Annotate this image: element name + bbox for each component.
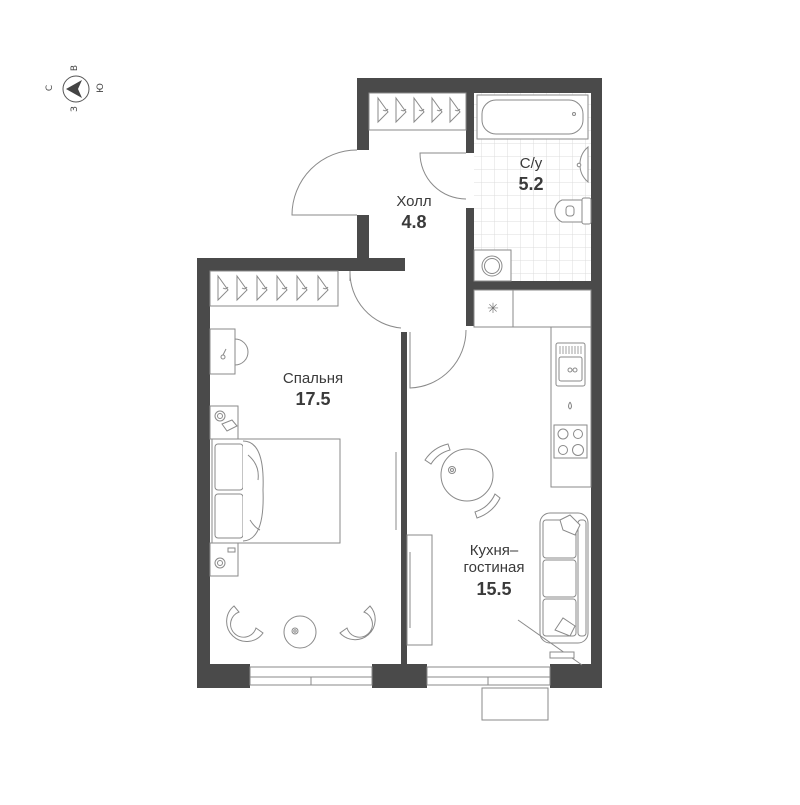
desk-icon (209, 328, 236, 375)
doors (291, 149, 467, 389)
armchair-icon (226, 605, 264, 642)
dining-table-icon (440, 448, 494, 502)
pillow-icon (214, 493, 244, 539)
room-name: С/у (519, 155, 543, 172)
room-area: 17.5 (295, 389, 331, 410)
compass-north-label: С (45, 84, 56, 92)
room-name-line2: гостиная (463, 559, 525, 577)
armchair-icon (339, 605, 376, 641)
compass-east-label: В (70, 64, 81, 72)
compass-south-label: Ю (95, 83, 106, 93)
walls (197, 78, 602, 688)
chair-icon (474, 493, 501, 519)
desk-chair-icon (234, 338, 249, 366)
hanger-icon (377, 96, 461, 124)
room-label-hall: Холл 4.8 (396, 193, 431, 233)
water-drop-icon (568, 401, 572, 410)
coffee-table-icon (283, 615, 317, 649)
room-label-kitchen-living: Кухня– гостиная 15.5 (464, 542, 525, 599)
windows (249, 666, 551, 721)
room-name: Холл (396, 193, 432, 210)
kitchen-fixtures: ✳ (406, 289, 592, 666)
compass-west-label: З (69, 106, 80, 112)
room-area: 5.2 (518, 174, 544, 195)
svg-text:✳: ✳ (487, 301, 499, 317)
room-area: 4.8 (401, 212, 427, 233)
compass-icon (62, 75, 90, 103)
room-label-bedroom: Спальня 17.5 (283, 370, 343, 410)
tv-stand-icon (406, 534, 433, 646)
room-name: Спальня (282, 370, 344, 387)
chair-icon (424, 443, 451, 465)
compass-arrow-icon (66, 80, 82, 98)
hanger-icon (217, 274, 329, 302)
room-area: 15.5 (476, 578, 512, 599)
room-name-line1: Кухня– (469, 542, 519, 559)
bathtub-icon (481, 99, 584, 135)
room-label-bathroom: С/у 5.2 (518, 155, 543, 195)
bedroom-fixtures (209, 270, 397, 649)
bathroom-fixtures (473, 94, 592, 282)
pillow-icon (214, 443, 244, 491)
hall-wardrobe (368, 92, 467, 131)
